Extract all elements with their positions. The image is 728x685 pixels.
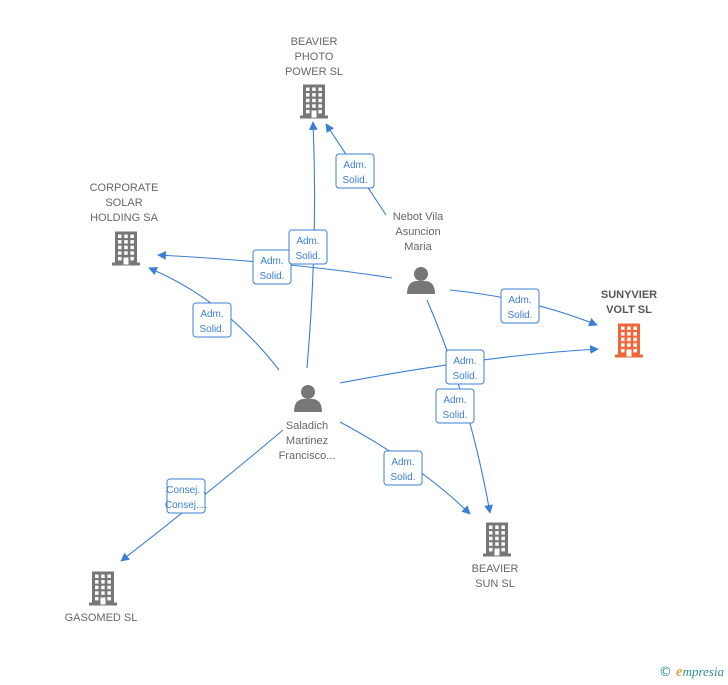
edge-label-text: Consej. , [166,485,205,496]
edge-label-saladich-gasomed[interactable]: Consej. , Consej.... [165,478,207,514]
node-saladich[interactable]: SaladichMartinezFrancisco... [279,385,336,462]
edge-label-text: Solid. [199,324,224,335]
node-sunyvier[interactable]: SUNYVIER VOLT SL [601,289,657,358]
edge-label-saladich-beavier-photo[interactable]: Adm. Solid. [288,229,328,265]
node-label: HOLDING SA [90,212,159,224]
node-label: Francisco... [279,450,336,462]
node-label: VOLT SL [606,304,652,316]
node-label: BEAVIER [291,36,338,48]
edge-label-text: Consej.... [165,500,207,511]
building-icon [483,522,511,557]
edge-label-text: Solid. [507,310,532,321]
edge-label-saladich-corporate[interactable]: Adm. Solid. [192,302,232,338]
edge-label-saladich-beavier-sun[interactable]: Adm. Solid. [383,450,423,486]
node-label: BEAVIER [472,563,519,575]
brand-logo-initial: e [675,664,683,680]
node-label: SUNYVIER [601,289,657,301]
edge-labels-layer: Adm. Solid. Adm. Solid. Adm. Solid. Adm. Solid.… [165,153,540,514]
building-icon [112,231,140,266]
edge-label-text: Solid. [295,251,320,262]
edge-label-text: Adm. [453,356,476,367]
edge-label-text: Solid. [390,472,415,483]
node-label: Nebot Vila [393,211,444,223]
node-label: SUN SL [475,578,515,590]
edge-label-box [435,388,475,424]
building-icon [89,571,117,606]
edge-label-text: Adm. [260,256,283,267]
building-icon [615,323,643,358]
node-label: GASOMED SL [65,612,138,624]
node-label: Asuncion [395,226,440,238]
edge-label-text: Adm. [391,457,414,468]
edge-label-nebot-beavier-sun[interactable]: Adm. Solid. [435,388,475,424]
edge-label-text: Solid. [452,371,477,382]
edge-label-text: Solid. [442,410,467,421]
nodes-layer: BEAVIER PHOTO POWER SL CORPORATE SOLAR HOLDIN… [65,36,658,624]
node-label: POWER SL [285,66,343,78]
edge-label-box [288,229,328,265]
node-label: Saladich [286,420,328,432]
node-label: Maria [404,241,432,253]
brand-logo: empresia [676,664,724,681]
node-label: SOLAR [105,197,142,209]
brand-footer[interactable]: © empresia [659,664,724,681]
edge-label-box [335,153,375,189]
person-icon [294,385,322,412]
edge-label-text: Solid. [342,175,367,186]
node-label: PHOTO [295,51,334,63]
edge-label-text: Solid. [259,271,284,282]
edge-label-nebot-beavier-photo[interactable]: Adm. Solid. [335,153,375,189]
edge-label-nebot-corporate[interactable]: Adm. Solid. [252,249,292,285]
node-beavier-sun[interactable]: BEAVIER SUN SL [472,522,519,591]
edge-label-text: Adm. [296,236,319,247]
node-label: CORPORATE [90,182,159,194]
building-icon [300,84,328,119]
edge-label-box [192,302,232,338]
edge-label-text: Adm. [200,309,223,320]
brand-logo-text: mpresia [682,664,724,679]
node-beavier-photo[interactable]: BEAVIER PHOTO POWER SL [285,36,343,119]
edge-label-box [383,450,423,486]
node-gasomed[interactable]: GASOMED SL [65,571,138,625]
person-icon [407,267,435,294]
edge-label-box [252,249,292,285]
copyright-symbol: © [658,665,672,680]
edge-label-box [445,349,485,385]
edge-label-text: Adm. [508,295,531,306]
edge-label-text: Adm. [443,395,466,406]
edge-label-nebot-sunyvier[interactable]: Adm. Solid. [500,288,540,324]
node-label: Martinez [286,435,328,447]
edge-label-text: Adm. [343,160,366,171]
edge-label-box [500,288,540,324]
edge-label-box [166,478,206,514]
edge-label-saladich-sunyvier[interactable]: Adm. Solid. [445,349,485,385]
node-corporate-solar[interactable]: CORPORATE SOLAR HOLDING SA [90,182,159,266]
